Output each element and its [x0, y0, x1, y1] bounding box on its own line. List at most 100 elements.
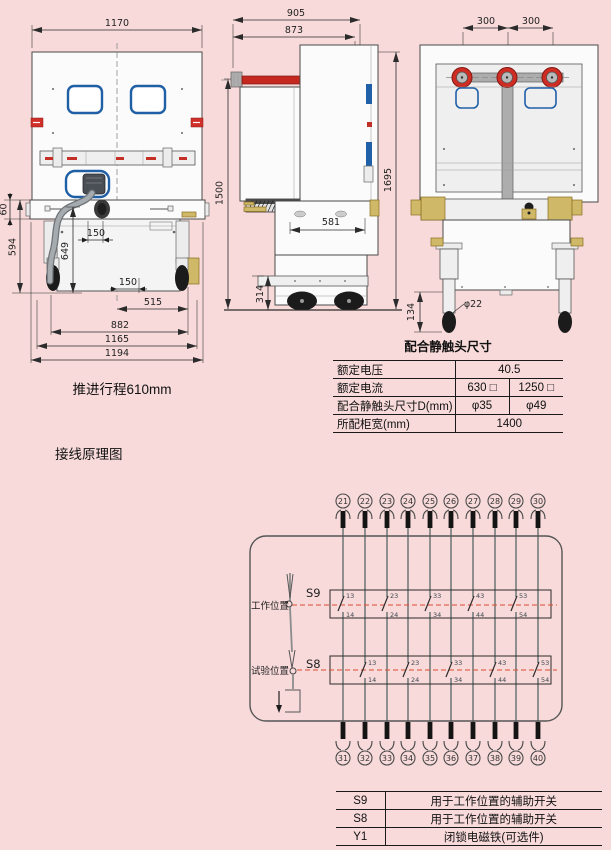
- dim-594: 594: [8, 238, 19, 256]
- rated-current-1250: 1250 □: [508, 378, 564, 397]
- s9-contact-bank: [329, 589, 552, 619]
- terminal-22: 22: [360, 497, 370, 506]
- dim-1695: 1695: [383, 168, 394, 192]
- wiring-section-title: 接线原理图: [55, 447, 123, 462]
- rated-current-630: 630 □: [454, 378, 509, 397]
- s9-label: S9: [306, 586, 321, 600]
- terminal-29: 29: [511, 497, 521, 506]
- contact-number: 24: [390, 611, 398, 619]
- legend-code-s9: S9: [336, 791, 385, 810]
- dim-1194: 1194: [105, 348, 129, 359]
- contact-number: 34: [433, 611, 441, 619]
- legend-code-y1: Y1: [336, 827, 385, 846]
- dim-1500: 1500: [215, 181, 226, 205]
- contact-number: 14: [346, 611, 354, 619]
- contact-number: 43: [476, 592, 484, 600]
- rated-voltage-label: 额定电压: [333, 360, 455, 379]
- cabinet-width-value: 1400: [454, 414, 564, 433]
- table-row: 所配柜宽(mm) 1400: [333, 414, 564, 433]
- terminal-27: 27: [468, 497, 478, 506]
- terminal-25: 25: [425, 497, 435, 506]
- terminal-28: 28: [490, 497, 500, 506]
- table-row: 额定电流 630 □ 1250 □: [333, 378, 564, 397]
- dim-300-right: 300: [522, 16, 540, 27]
- table-row: 额定电压 40.5: [333, 360, 564, 379]
- position-linkage: [276, 573, 301, 713]
- terminal-35: 35: [425, 754, 435, 763]
- test-position-label: 试验位置: [251, 665, 289, 677]
- contact-dia-35: φ35: [454, 396, 509, 415]
- table-row: 配合静触头尺寸D(mm) φ35 φ49: [333, 396, 564, 415]
- legend-code-s8: S8: [336, 809, 385, 828]
- contact-number: 33: [454, 659, 462, 667]
- wheel-front-right: [175, 265, 189, 291]
- dim-134: 134: [406, 303, 417, 321]
- terminal-32: 32: [360, 754, 370, 763]
- s9-contacts: 13 14 23 24 33 34 43 44 53 54: [337, 592, 527, 619]
- side-view-drawing: 905 873 1695 1500 581 314: [215, 8, 402, 311]
- travel-stroke-caption: 推进行程610mm: [72, 382, 172, 397]
- contact-number: 44: [476, 611, 484, 619]
- terminal-38: 38: [490, 754, 500, 763]
- dim-649: 649: [60, 242, 71, 260]
- dim-905: 905: [287, 8, 305, 19]
- spec-table-title: 配合静触头尺寸: [404, 340, 492, 354]
- dim-wheel-dia: φ22: [464, 299, 482, 310]
- top-terminals: 21 22 23 24 25 26 27 28 29 30: [335, 493, 546, 528]
- terminal-31: 31: [338, 754, 348, 763]
- dim-300-left: 300: [477, 16, 495, 27]
- terminal-39: 39: [511, 754, 521, 763]
- y1-electromagnet-symbol: [285, 689, 301, 713]
- bottom-terminals: 31 32 33 34 35 36 37 38 39 40: [335, 722, 546, 766]
- contact-number: 13: [368, 659, 376, 667]
- dim-150b: 150: [119, 277, 137, 288]
- dim-581: 581: [322, 217, 340, 228]
- legend-row: S9 用于工作位置的辅助开关: [336, 791, 602, 810]
- terminal-37: 37: [468, 754, 478, 763]
- terminal-23: 23: [382, 497, 392, 506]
- contact-number: 53: [519, 592, 527, 600]
- contact-end-cap: [230, 71, 243, 88]
- contact-dia-49: φ49: [508, 396, 564, 415]
- contact-number: 43: [498, 659, 506, 667]
- dim-60: 60: [0, 203, 10, 215]
- contact-number: 23: [390, 592, 398, 600]
- contact-dia-label: 配合静触头尺寸D(mm): [333, 396, 455, 415]
- terminal-21: 21: [338, 497, 348, 506]
- caster-right: [551, 237, 584, 333]
- dim-front-width: 1170: [105, 18, 129, 29]
- legend-desc-s8: 用于工作位置的辅助开关: [384, 809, 602, 828]
- contact-number: 13: [346, 592, 354, 600]
- contact-number: 53: [541, 659, 549, 667]
- terminal-33: 33: [382, 754, 392, 763]
- terminal-30: 30: [533, 497, 543, 506]
- contact-number: 23: [411, 659, 419, 667]
- dim-515: 515: [144, 297, 162, 308]
- dim-873: 873: [285, 25, 303, 36]
- contact-number: 14: [368, 676, 376, 684]
- s8-contacts: 13 14 23 24 33 34 43 44 53 54: [359, 659, 549, 684]
- inspection-window-right: [129, 84, 167, 115]
- contact-number: 34: [454, 676, 462, 684]
- terminal-24: 24: [403, 497, 413, 506]
- contact-number: 54: [541, 676, 549, 684]
- dim-1165: 1165: [105, 334, 129, 345]
- rear-view-drawing: 300 300 134 φ22: [406, 16, 599, 333]
- contact-number: 44: [498, 676, 506, 684]
- schematic-enclosure: [249, 535, 563, 722]
- contact-number: 33: [433, 592, 441, 600]
- contact-rollers: [451, 67, 563, 88]
- contact-number: 54: [519, 611, 527, 619]
- static-contact-spec-table: 配合静触头尺寸 额定电压 40.5 额定电流 630 □ 1250 □ 配合静触…: [333, 336, 564, 433]
- terminal-40: 40: [533, 754, 543, 763]
- wires: [342, 528, 539, 722]
- legend-row: Y1 闭锁电磁铁(可选件): [336, 827, 602, 846]
- dim-882: 882: [111, 320, 129, 331]
- dim-150a: 150: [87, 228, 105, 239]
- front-view-drawing: 1170 60 594 649 150 150: [0, 18, 210, 363]
- rated-voltage-value: 40.5: [454, 360, 564, 379]
- rated-current-label: 额定电流: [333, 378, 455, 397]
- legend-row: S8 用于工作位置的辅助开关: [336, 809, 602, 828]
- legend-desc-s9: 用于工作位置的辅助开关: [384, 791, 602, 810]
